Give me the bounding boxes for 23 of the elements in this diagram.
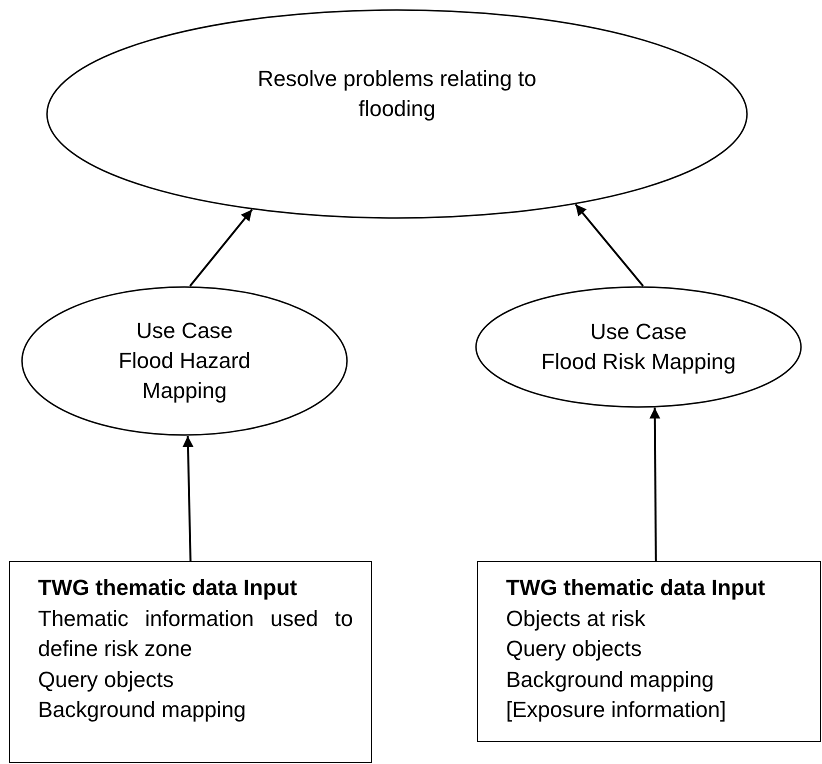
- input-box: [9, 561, 372, 763]
- box-text: Thematic information used to define risk zone: [38, 604, 353, 663]
- ellipse-label: Flood Risk Mapping: [541, 348, 736, 376]
- arrow: [574, 204, 644, 287]
- box-text: Query objects: [38, 666, 175, 694]
- box-heading: TWG thematic data Input: [506, 574, 766, 602]
- box-text: Background mapping: [38, 696, 247, 724]
- use-case-ellipse: [21, 286, 348, 436]
- use-case-ellipse: [475, 286, 802, 408]
- input-box: [477, 561, 821, 742]
- ellipse-label: Use Case: [590, 318, 687, 346]
- ellipse-label: Resolve problems relating to flooding: [256, 65, 538, 123]
- box-text: Query objects: [506, 635, 643, 663]
- ellipse-label: Flood Hazard Mapping: [117, 347, 252, 405]
- box-text: Objects at risk: [506, 604, 646, 633]
- arrow: [189, 209, 253, 287]
- ellipse-label: Use Case: [136, 317, 233, 345]
- arrow: [649, 408, 660, 561]
- box-text: Background mapping: [506, 666, 715, 694]
- box-text: [Exposure information]: [506, 696, 728, 724]
- use-case-ellipse: [46, 9, 748, 219]
- arrow: [182, 436, 194, 562]
- box-heading: TWG thematic data Input: [38, 574, 298, 602]
